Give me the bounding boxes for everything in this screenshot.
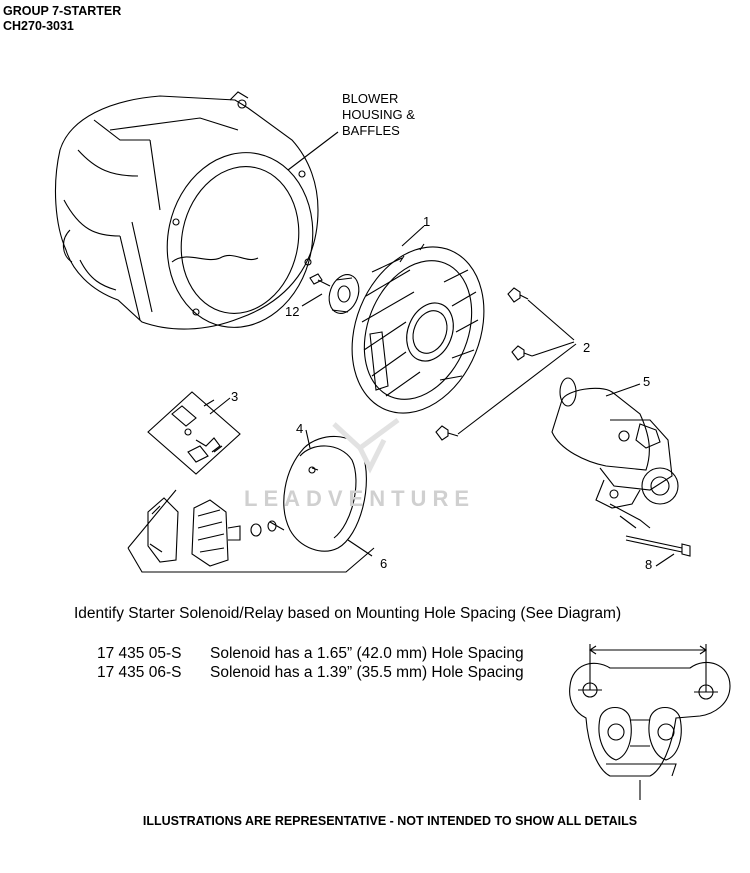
callout-8: 8 bbox=[645, 557, 653, 572]
pawl-kit-illustration bbox=[147, 391, 241, 475]
callout-3: 3 bbox=[231, 389, 239, 404]
identify-note: Identify Starter Solenoid/Relay based on… bbox=[74, 605, 622, 622]
blower-housing-illustration bbox=[54, 91, 319, 330]
screw-illustrations bbox=[435, 287, 533, 441]
callout-5: 5 bbox=[643, 374, 651, 389]
solenoid-description: Solenoid has a 1.65” (42.0 mm) Hole Spac… bbox=[210, 645, 524, 662]
watermark: LEADVENTURE bbox=[244, 486, 476, 511]
blower-label-line2: HOUSING & bbox=[342, 107, 415, 122]
callout-2: 2 bbox=[583, 340, 591, 355]
footer-disclaimer: ILLUSTRATIONS ARE REPRESENTATIVE - NOT I… bbox=[142, 814, 638, 828]
callout-1: 1 bbox=[423, 214, 431, 229]
starter-bolt-illustration bbox=[625, 535, 691, 557]
watermark-logo bbox=[332, 417, 400, 474]
handle-kit-illustration bbox=[147, 497, 277, 567]
callout-6: 6 bbox=[380, 556, 388, 571]
group-title: GROUP 7-STARTER bbox=[3, 4, 122, 18]
blower-label-line1: BLOWER bbox=[342, 91, 399, 106]
solenoid-part-number: 17 435 05-S bbox=[97, 645, 182, 662]
starter-cup-illustration bbox=[309, 273, 360, 314]
solenoid-description: Solenoid has a 1.39” (35.5 mm) Hole Spac… bbox=[210, 664, 524, 681]
callout-12: 12 bbox=[285, 304, 300, 319]
recoil-starter-illustration bbox=[351, 243, 485, 414]
solenoid-part-number: 17 435 06-S bbox=[97, 664, 182, 681]
blower-label-line3: BAFFLES bbox=[342, 123, 400, 138]
callout-4: 4 bbox=[296, 421, 304, 436]
solenoid-hole-spacing-diagram bbox=[569, 644, 731, 800]
electric-starter-illustration bbox=[551, 377, 679, 529]
model-number: CH270-3031 bbox=[3, 19, 74, 33]
